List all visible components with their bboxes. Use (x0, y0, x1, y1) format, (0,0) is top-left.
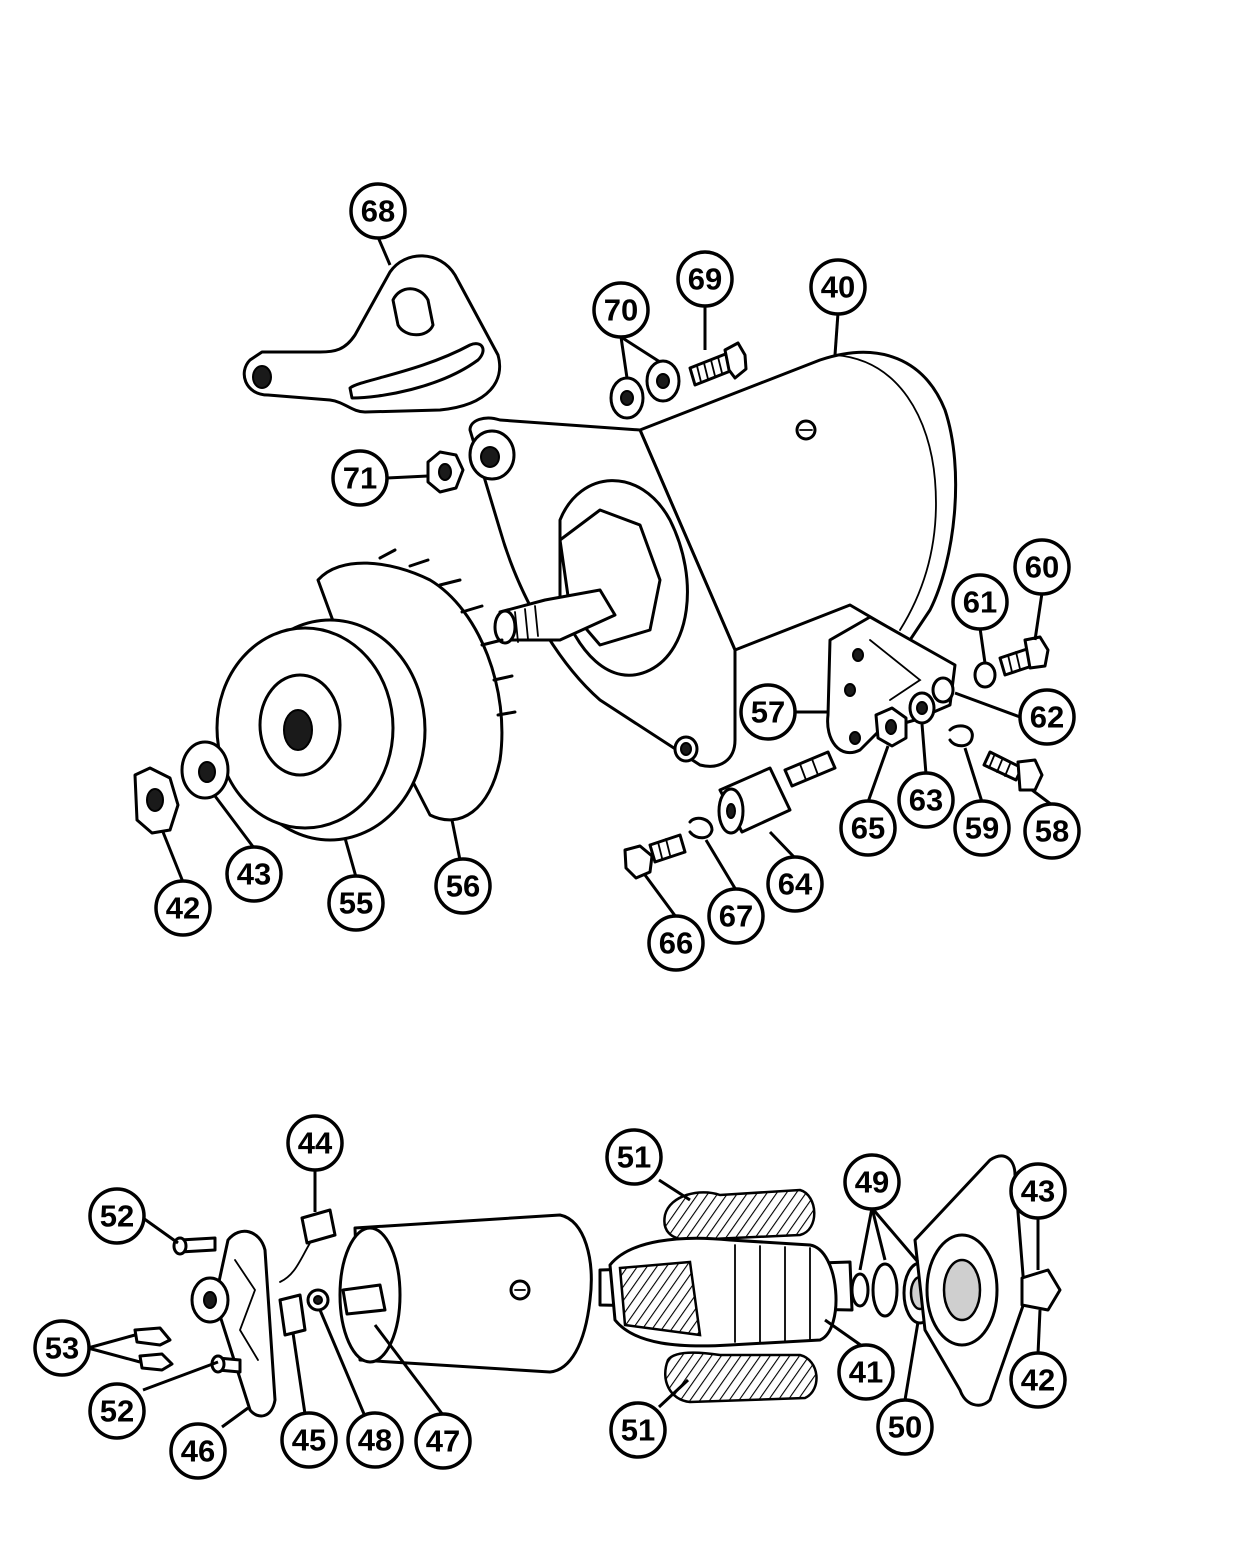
spacer-part (717, 750, 837, 835)
callout-44: 44 (286, 1114, 344, 1172)
callout-61: 61 (951, 573, 1009, 631)
callout-67: 67 (707, 887, 765, 945)
callout-label: 65 (851, 811, 885, 846)
callout-43-bottom: 43 (1009, 1162, 1067, 1220)
callout-label: 47 (426, 1424, 460, 1459)
callout-label: 50 (888, 1410, 922, 1445)
callout-label: 63 (909, 783, 943, 818)
callout-42-top: 42 (154, 879, 212, 937)
pulley-part (215, 618, 427, 842)
callout-51-upper: 51 (605, 1128, 663, 1186)
callout-57: 57 (739, 683, 797, 741)
callout-label: 59 (965, 811, 999, 846)
terminal-connectors-part (133, 1326, 174, 1372)
commutator-end-plate-part (190, 1229, 277, 1418)
callout-label: 45 (292, 1423, 326, 1458)
callout-label: 55 (339, 886, 373, 921)
callout-46: 46 (169, 1422, 227, 1480)
callout-label: 43 (1021, 1174, 1055, 1209)
callout-label: 52 (100, 1394, 134, 1429)
callout-43-top: 43 (225, 845, 283, 903)
nut-part (426, 450, 465, 494)
callout-42-bottom: 42 (1009, 1351, 1067, 1409)
callout-71: 71 (331, 449, 389, 507)
callout-label: 52 (100, 1199, 134, 1234)
callout-58: 58 (1023, 802, 1081, 860)
callout-label: 69 (688, 262, 722, 297)
callout-label: 70 (604, 293, 638, 328)
callout-label: 44 (298, 1126, 333, 1161)
callout-label: 48 (358, 1423, 392, 1458)
callout-66: 66 (647, 914, 705, 972)
callout-51-lower: 51 (609, 1401, 667, 1459)
callout-65: 65 (839, 799, 897, 857)
callout-62: 62 (1018, 688, 1076, 746)
callout-40: 40 (809, 258, 867, 316)
callout-label: 58 (1035, 814, 1069, 849)
callout-48: 48 (346, 1411, 404, 1469)
callout-55: 55 (327, 874, 385, 932)
callout-label: 42 (166, 891, 200, 926)
pulley-nut-part (133, 766, 180, 835)
adjusting-bracket-part (242, 254, 502, 414)
callout-52-upper: 52 (88, 1187, 146, 1245)
callout-45: 45 (280, 1411, 338, 1469)
hardware-parts (874, 661, 997, 748)
terminal-screws-part (172, 1236, 242, 1374)
callout-label: 71 (343, 461, 377, 496)
callout-label: 60 (1025, 550, 1059, 585)
callout-41: 41 (837, 1343, 895, 1401)
callout-label: 67 (719, 899, 753, 934)
callout-69: 69 (676, 250, 734, 308)
callout-label: 41 (849, 1355, 883, 1390)
callout-label: 56 (446, 869, 480, 904)
callout-label: 46 (181, 1434, 215, 1469)
callout-52-lower: 52 (88, 1382, 146, 1440)
adjuster-bolt-part (982, 750, 1044, 792)
pulley-washer-part (180, 740, 230, 800)
callout-label: 40 (821, 270, 855, 305)
field-coils-part (663, 1188, 818, 1404)
leader-lines (87, 236, 1053, 1429)
callout-label: 68 (361, 194, 395, 229)
generator-body-part (468, 350, 958, 768)
callout-68: 68 (349, 182, 407, 240)
callout-70: 70 (592, 281, 650, 339)
callout-label: 43 (237, 857, 271, 892)
spacer-bolt-parts (623, 816, 714, 880)
callout-60: 60 (1013, 538, 1071, 596)
callout-50: 50 (876, 1398, 934, 1456)
callout-label: 64 (778, 867, 813, 902)
mounting-bracket-part (826, 615, 957, 754)
callout-56: 56 (434, 857, 492, 915)
yoke-housing-part (338, 1213, 593, 1374)
bracket-bolt-part (998, 635, 1050, 677)
callout-47: 47 (414, 1412, 472, 1470)
callout-63: 63 (897, 771, 955, 829)
callout-64: 64 (766, 855, 824, 913)
callout-label: 53 (45, 1331, 79, 1366)
callout-label: 49 (855, 1165, 889, 1200)
callout-label: 42 (1021, 1363, 1055, 1398)
bolt-part (688, 341, 748, 387)
brush-spring-parts (278, 1288, 330, 1337)
callout-53: 53 (33, 1319, 91, 1377)
drive-end-bracket-part (913, 1154, 1062, 1407)
washer-pair-part (609, 359, 681, 420)
callout-label: 62 (1030, 700, 1064, 735)
callout-label: 51 (621, 1413, 655, 1448)
callout-59: 59 (953, 799, 1011, 857)
callout-label: 51 (617, 1140, 651, 1175)
callout-label: 66 (659, 926, 693, 961)
brush-part (279, 1208, 337, 1283)
armature-part (598, 1236, 854, 1348)
callout-label: 57 (751, 695, 785, 730)
callout-49: 49 (843, 1153, 901, 1211)
callout-label: 61 (963, 585, 997, 620)
